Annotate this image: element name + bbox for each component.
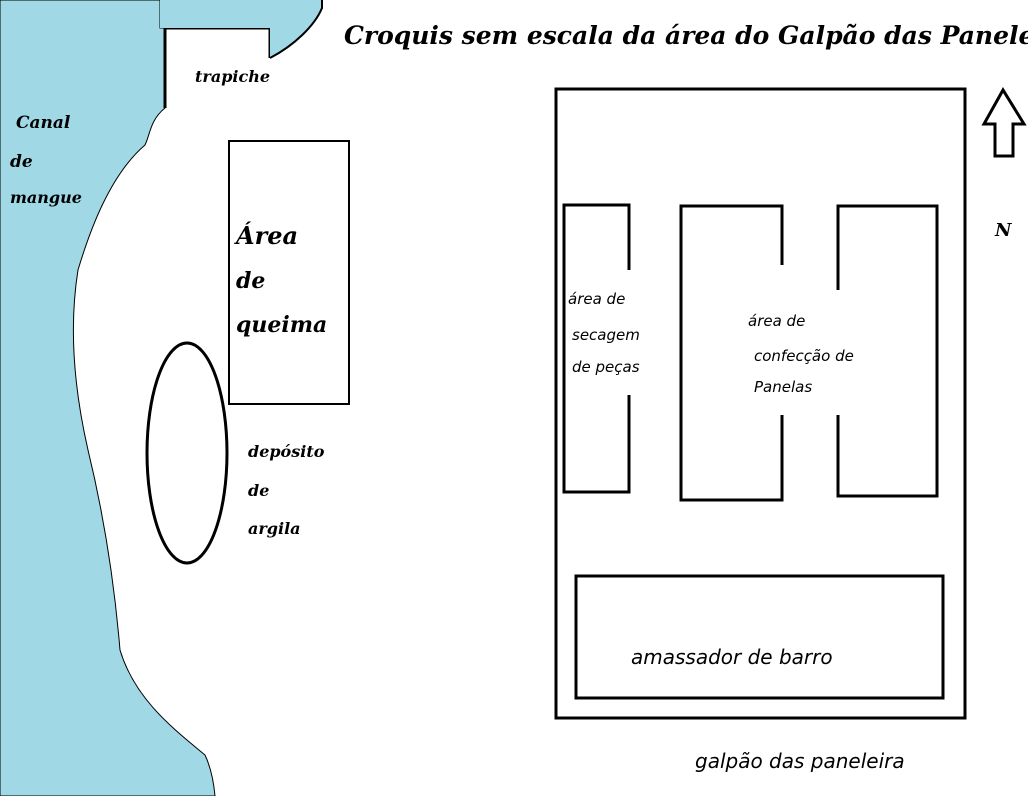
crafting-area-right-outline: [836, 204, 939, 498]
channel-label-line1: Canal: [16, 113, 71, 133]
drying-area-outline: [562, 203, 631, 494]
firing-area-label-line3: queima: [236, 312, 327, 338]
mangrove-channel: [0, 0, 216, 796]
channel-wedge: [160, 0, 322, 58]
clay-deposit-outline: [145, 341, 229, 565]
drying-area-label-line3: de peças: [572, 358, 640, 376]
north-arrow-icon: [981, 87, 1027, 158]
channel-label-line3: mangue: [10, 188, 82, 207]
crafting-area-left-outline: [679, 204, 784, 502]
clay-kneader-outline: [574, 574, 945, 700]
north-label: N: [994, 220, 1013, 241]
drying-area-label-line2: secagem: [572, 326, 640, 344]
channel-wedge-edge: [269, 0, 323, 59]
crafting-area-label-line2: confecção de: [754, 347, 854, 365]
drying-area-label-line1: área de: [568, 290, 625, 308]
clay-deposit-label-line1: depósito: [248, 442, 325, 461]
crafting-area-label-line3: Panelas: [754, 378, 812, 396]
shed-label: galpão das paneleira: [695, 749, 905, 773]
clay-deposit-label-line3: argila: [248, 519, 301, 538]
trapiche-label: trapiche: [195, 67, 270, 86]
shed-outline: [554, 87, 967, 720]
clay-deposit-label-line2: de: [248, 481, 269, 500]
channel-label-line2: de: [10, 152, 33, 172]
firing-area-label-line2: de: [236, 268, 265, 294]
map-title: Croquis sem escala da área do Galpão das…: [344, 21, 1028, 50]
firing-area-label-line1: Área: [234, 221, 298, 250]
crafting-area-label-line1: área de: [748, 312, 805, 330]
firing-area-outline: [228, 140, 350, 405]
clay-kneader-label: amassador de barro: [631, 645, 833, 669]
